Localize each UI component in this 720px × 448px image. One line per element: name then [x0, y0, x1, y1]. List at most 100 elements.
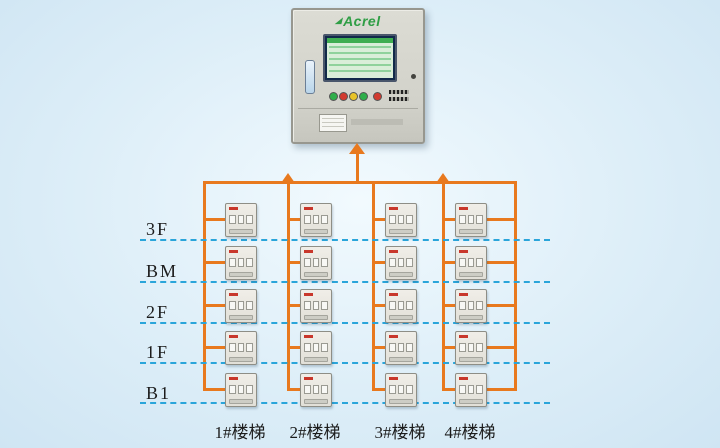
device-terminals — [389, 301, 414, 310]
floor-label-3f: 3F — [146, 219, 170, 239]
monitor-device — [385, 246, 417, 280]
wire-riser — [356, 152, 359, 184]
floor-line-b1 — [140, 402, 550, 404]
floor-line-2f — [140, 322, 550, 324]
device-terminals — [304, 385, 329, 394]
monitor-device — [385, 203, 417, 237]
device-terminals — [389, 258, 414, 267]
stair-label-2: 2#楼梯 — [289, 423, 341, 442]
monitor-device — [385, 373, 417, 407]
device-terminals — [459, 343, 484, 352]
wire-stub-return — [486, 261, 516, 264]
monitor-device — [225, 331, 257, 365]
monitor-device — [455, 373, 487, 407]
wire-stub — [372, 218, 387, 221]
monitor-device — [300, 203, 332, 237]
device-slot — [304, 229, 328, 234]
monitoring-cabinet: Acrel — [291, 8, 425, 144]
monitor-device — [385, 289, 417, 323]
wire-stub — [442, 388, 457, 391]
device-slot — [389, 272, 413, 277]
device-slot — [459, 229, 483, 234]
monitor-device — [300, 373, 332, 407]
monitor-device — [455, 331, 487, 365]
wire-stub — [203, 304, 227, 307]
wire-stub — [442, 261, 457, 264]
monitor-device — [455, 203, 487, 237]
cabinet-display-screen — [323, 34, 397, 82]
dip-switch-row1 — [389, 90, 409, 94]
floor-line-3f — [140, 239, 550, 241]
device-brand-mark — [459, 335, 468, 338]
display-screen-content — [327, 38, 393, 78]
device-terminals — [459, 258, 484, 267]
device-brand-mark — [389, 377, 398, 380]
device-terminals — [389, 215, 414, 224]
monitor-device — [300, 289, 332, 323]
device-brand-mark — [459, 250, 468, 253]
device-brand-mark — [389, 250, 398, 253]
monitor-device — [300, 331, 332, 365]
device-slot — [229, 399, 253, 404]
wire-stub — [442, 218, 457, 221]
device-terminals — [229, 215, 254, 224]
monitor-device — [385, 331, 417, 365]
indicator-yellow-icon — [349, 92, 358, 101]
device-slot — [459, 315, 483, 320]
device-brand-mark — [459, 293, 468, 296]
monitor-device — [225, 373, 257, 407]
keyhole-icon — [411, 74, 416, 79]
wire-stub — [372, 261, 387, 264]
monitor-device — [455, 289, 487, 323]
device-terminals — [229, 301, 254, 310]
wire-stub — [442, 346, 457, 349]
device-terminals — [229, 385, 254, 394]
device-slot — [459, 399, 483, 404]
wire-feeder-3 — [372, 181, 375, 391]
stair-label-1: 1#楼梯 — [214, 423, 266, 442]
bus-arrow-left-icon — [281, 173, 295, 183]
level-gauge-icon — [305, 60, 315, 94]
device-slot — [304, 399, 328, 404]
device-slot — [304, 272, 328, 277]
wire-stub-return — [486, 218, 516, 221]
monitor-device — [300, 246, 332, 280]
device-slot — [459, 272, 483, 277]
device-brand-mark — [389, 335, 398, 338]
device-terminals — [459, 301, 484, 310]
device-brand-mark — [304, 250, 313, 253]
device-slot — [389, 229, 413, 234]
device-brand-mark — [229, 207, 238, 210]
wire-stub — [287, 261, 302, 264]
device-brand-mark — [304, 293, 313, 296]
device-slot — [304, 315, 328, 320]
printer-slot — [319, 114, 347, 132]
device-slot — [229, 272, 253, 277]
device-brand-mark — [229, 335, 238, 338]
monitor-device — [225, 246, 257, 280]
wire-feeder-2 — [287, 181, 290, 391]
stair-label-3: 3#楼梯 — [374, 423, 426, 442]
wire-stub — [372, 346, 387, 349]
device-terminals — [304, 215, 329, 224]
wire-bus — [203, 181, 517, 184]
device-brand-mark — [459, 207, 468, 210]
wire-stub — [203, 346, 227, 349]
indicator-green2-icon — [359, 92, 368, 101]
device-slot — [389, 399, 413, 404]
indicator-red-icon — [339, 92, 348, 101]
device-brand-mark — [304, 377, 313, 380]
device-brand-mark — [459, 377, 468, 380]
device-brand-mark — [229, 293, 238, 296]
floor-label-bm: BM — [146, 261, 179, 281]
wire-stub — [203, 218, 227, 221]
device-slot — [389, 357, 413, 362]
device-terminals — [304, 258, 329, 267]
device-slot — [459, 357, 483, 362]
device-terminals — [389, 385, 414, 394]
device-brand-mark — [389, 293, 398, 296]
wire-stub-return — [486, 346, 516, 349]
wire-stub — [442, 304, 457, 307]
floor-label-2f: 2F — [146, 302, 170, 322]
wire-feeder-return — [514, 181, 517, 391]
